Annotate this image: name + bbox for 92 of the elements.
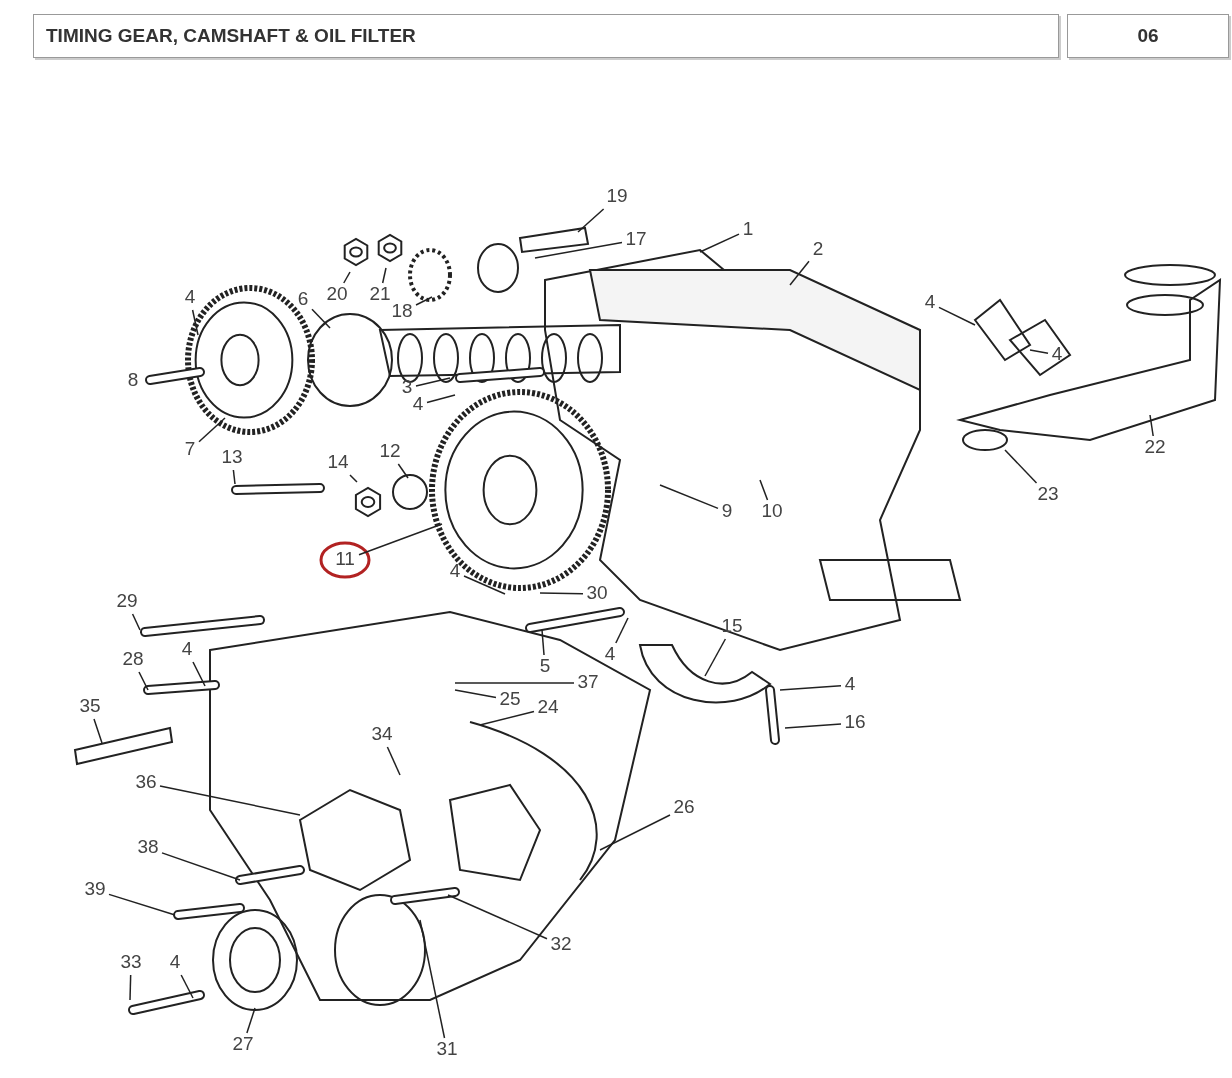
leader-line bbox=[381, 267, 387, 284]
callout-number: 28 bbox=[117, 649, 149, 671]
callout-number: 31 bbox=[431, 1039, 463, 1061]
leader-line bbox=[426, 394, 456, 404]
callout-number: 36 bbox=[130, 772, 162, 794]
callout-number: 39 bbox=[79, 879, 111, 901]
callout-number: 8 bbox=[126, 370, 140, 390]
callout-number: 4 bbox=[919, 292, 941, 314]
leader-line bbox=[938, 306, 976, 326]
callout-number: 23 bbox=[1032, 484, 1064, 506]
leader-line bbox=[358, 523, 443, 556]
leader-line bbox=[463, 575, 506, 595]
leader-line bbox=[541, 629, 545, 656]
callout-number: 29 bbox=[111, 591, 143, 613]
callout-number: 7 bbox=[179, 439, 201, 461]
callout-number: 24 bbox=[532, 697, 564, 719]
page-number: 06 bbox=[1137, 25, 1159, 47]
leader-line bbox=[386, 746, 401, 776]
leader-line bbox=[539, 592, 584, 595]
leader-line bbox=[1004, 449, 1038, 484]
leader-line bbox=[138, 671, 149, 691]
leader-line bbox=[131, 613, 141, 631]
callout-number: 4 bbox=[164, 952, 186, 974]
leader-line bbox=[454, 682, 575, 684]
leader-line bbox=[779, 684, 842, 691]
callout-number: 25 bbox=[494, 689, 526, 711]
leader-line bbox=[161, 852, 241, 881]
leader-line bbox=[534, 241, 623, 259]
callout-number: 4 bbox=[444, 561, 466, 583]
leader-line bbox=[159, 785, 301, 816]
callout-number: 4 bbox=[599, 644, 621, 666]
leader-line bbox=[599, 814, 671, 851]
callout-number: 18 bbox=[386, 301, 418, 323]
callout-number: 20 bbox=[321, 284, 353, 306]
callout-number: 33 bbox=[115, 952, 147, 974]
leader-line bbox=[198, 417, 226, 443]
callout-number: 10 bbox=[756, 501, 788, 523]
leader-line bbox=[454, 689, 497, 699]
callout-number: 13 bbox=[216, 447, 248, 469]
callout-number: 9 bbox=[716, 501, 738, 523]
callout-number: 4 bbox=[1046, 344, 1068, 366]
leader-line bbox=[615, 617, 629, 644]
leader-line bbox=[479, 710, 535, 726]
leader-line bbox=[129, 974, 132, 1001]
leader-line bbox=[343, 271, 351, 284]
callout-number: 22 bbox=[1139, 437, 1171, 459]
leader-line bbox=[191, 309, 199, 336]
leader-line bbox=[704, 638, 727, 677]
leader-line bbox=[699, 233, 740, 253]
leader-line bbox=[397, 463, 409, 479]
leader-line bbox=[419, 919, 446, 1039]
callout-number: 14 bbox=[322, 452, 354, 474]
leader-line bbox=[759, 479, 769, 501]
leader-line bbox=[1029, 349, 1049, 355]
callout-number: 34 bbox=[366, 724, 398, 746]
callout-number: 26 bbox=[668, 797, 700, 819]
leader-line bbox=[349, 474, 358, 483]
leader-line bbox=[180, 974, 194, 999]
leader-line bbox=[93, 718, 103, 744]
callout-number: 27 bbox=[227, 1034, 259, 1056]
callout-number: 1 bbox=[737, 219, 759, 241]
callout-number: 12 bbox=[374, 441, 406, 463]
callout-number: 35 bbox=[74, 696, 106, 718]
callout-number: 17 bbox=[620, 229, 652, 251]
leader-line bbox=[415, 296, 433, 306]
callout-number: 2 bbox=[807, 239, 829, 261]
leader-line bbox=[577, 208, 605, 233]
leader-line bbox=[415, 377, 451, 387]
callout-number: 16 bbox=[839, 712, 871, 734]
leader-line bbox=[246, 1007, 256, 1034]
callout-number: 37 bbox=[572, 672, 604, 694]
leader-line bbox=[659, 484, 719, 510]
callout-number: 4 bbox=[176, 639, 198, 661]
title-text: TIMING GEAR, CAMSHAFT & OIL FILTER bbox=[46, 25, 416, 47]
callout-number: 32 bbox=[545, 934, 577, 956]
leader-line bbox=[789, 260, 810, 286]
leader-line bbox=[447, 894, 548, 940]
callout-number: 5 bbox=[534, 656, 556, 678]
callout-number: 4 bbox=[179, 287, 201, 309]
callout-number: 15 bbox=[716, 616, 748, 638]
callout-number: 19 bbox=[601, 186, 633, 208]
leader-line bbox=[311, 308, 331, 329]
leader-line bbox=[192, 661, 206, 687]
callout-number: 38 bbox=[132, 837, 164, 859]
callout-number: 6 bbox=[292, 289, 314, 311]
callout-number: 11 bbox=[329, 549, 361, 571]
leader-line bbox=[1149, 414, 1154, 437]
leader-line bbox=[784, 723, 842, 729]
leader-line bbox=[232, 469, 236, 485]
callout-number: 30 bbox=[581, 583, 613, 605]
leader-line bbox=[108, 893, 176, 916]
callout-number: 4 bbox=[839, 674, 861, 696]
